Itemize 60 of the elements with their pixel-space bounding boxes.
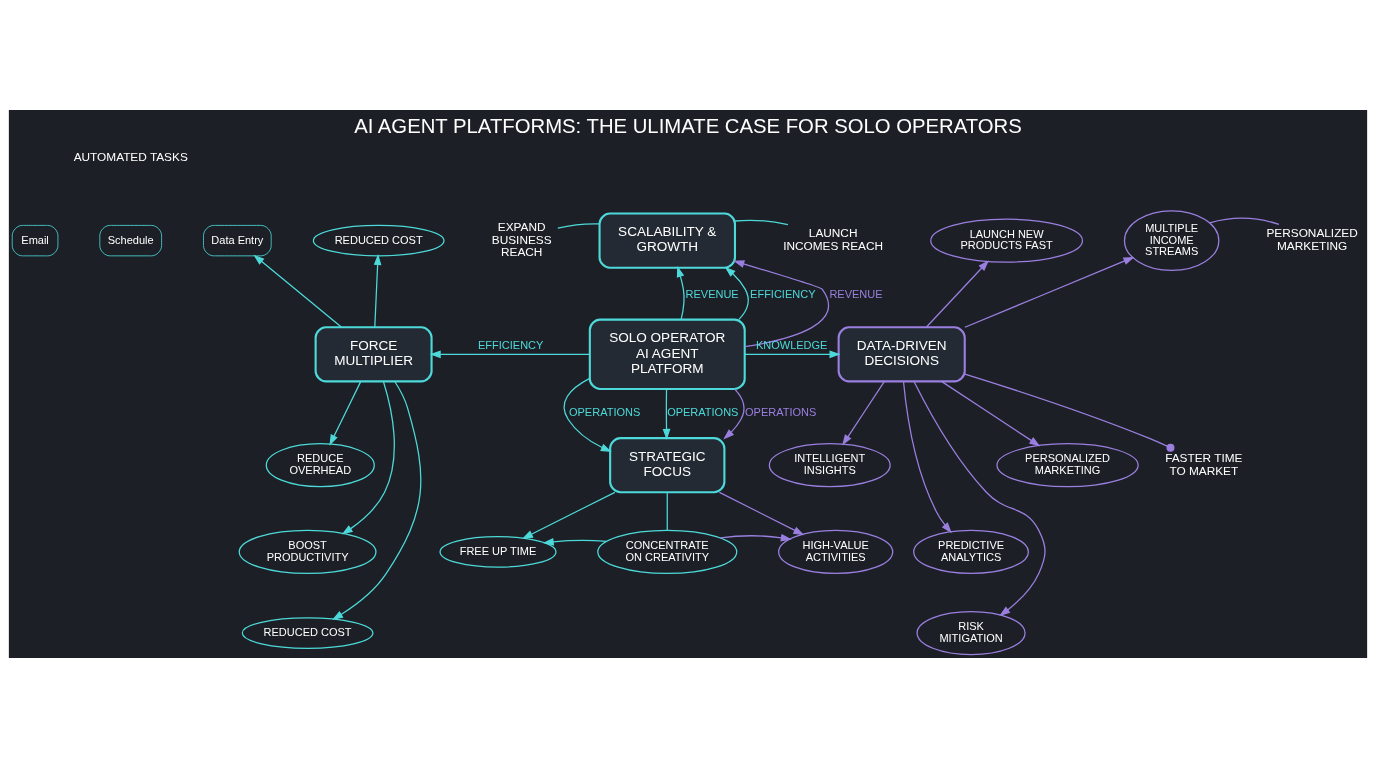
arrow (341, 380, 395, 535)
connector (734, 219, 789, 226)
node-ellipse: REDUCED COST (241, 617, 374, 649)
node-ellipse: CONCENTRATE ON CREATIVITY (597, 529, 738, 575)
arrow (964, 256, 1135, 328)
edge-label: EFFICIENCY (478, 338, 544, 351)
diagram-title: AI AGENT PLATFORMS: THE ULIMATE CASE FOR SOLO OPERATORS (354, 115, 1022, 138)
node-text: FASTER TIME TO MARKET (1165, 450, 1243, 478)
connector (1209, 217, 1280, 226)
arrow (913, 380, 1046, 617)
connector (964, 373, 1175, 452)
arrow (253, 254, 343, 328)
arrow (522, 491, 616, 539)
arrow (563, 377, 612, 452)
arrow (676, 266, 685, 320)
node-text: EXPAND BUSINESS REACH (491, 220, 552, 260)
node-box: SOLO OPERATOR AI AGENT PLATFORM (588, 318, 746, 391)
edge-label: KNOWLEDGE (755, 338, 828, 351)
edge-label: REVENUE (685, 287, 739, 300)
node-box: DATA-DRIVEN DECISIONS (837, 326, 966, 383)
label: AUTOMATED TASKS (73, 149, 188, 164)
arrow (662, 388, 671, 440)
node-ellipse: RISK MITIGATION (916, 610, 1026, 656)
arrow (941, 380, 1041, 447)
node-box: STRATEGIC FOCUS (609, 437, 726, 494)
arrow (925, 260, 989, 328)
node-box: FORCE MULTIPLIER (314, 326, 433, 383)
arrow (724, 266, 749, 320)
node-box: Data Entry (203, 224, 272, 257)
arrow (329, 380, 362, 446)
arrow (902, 380, 952, 534)
connector (666, 491, 668, 531)
node-ellipse: REDUCED COST (312, 224, 445, 257)
arrow (744, 350, 841, 359)
node-ellipse: PREDICTIVE ANALYTICS (913, 529, 1030, 575)
node-text: PERSONALIZED MARKETING (1266, 226, 1358, 254)
arrow (723, 388, 745, 440)
arrow (733, 260, 830, 348)
arrow (542, 537, 608, 546)
connector (557, 223, 601, 229)
edge-label: OPERATIONS (745, 406, 817, 419)
node-box: SCALABILITY & GROWTH (598, 212, 737, 269)
arrow (332, 380, 422, 620)
edge-label: REVENUE (829, 287, 883, 300)
node-ellipse: LAUNCH NEW PRODUCTS FAST (930, 218, 1084, 263)
node-text: LAUNCH INCOMES REACH (783, 226, 884, 254)
node-ellipse: PERSONALIZED MARKETING (996, 443, 1139, 488)
node-box: Email (11, 224, 59, 257)
node-ellipse: INTELLIGENT INSIGHTS (768, 443, 891, 488)
node-box: Schedule (99, 224, 163, 257)
arrow (373, 253, 382, 328)
edge-label: OPERATIONS (568, 406, 641, 419)
edge-label: EFFICIENCY (750, 287, 816, 300)
edge-label: OPERATIONS (667, 406, 739, 419)
arrow (842, 380, 885, 446)
arrow (719, 533, 792, 542)
arrow (718, 491, 805, 536)
node-ellipse: BOOST PRODUCTIVITY (238, 529, 377, 575)
arrow (429, 350, 591, 359)
node-ellipse: REDUCE OVERHEAD (265, 443, 375, 488)
